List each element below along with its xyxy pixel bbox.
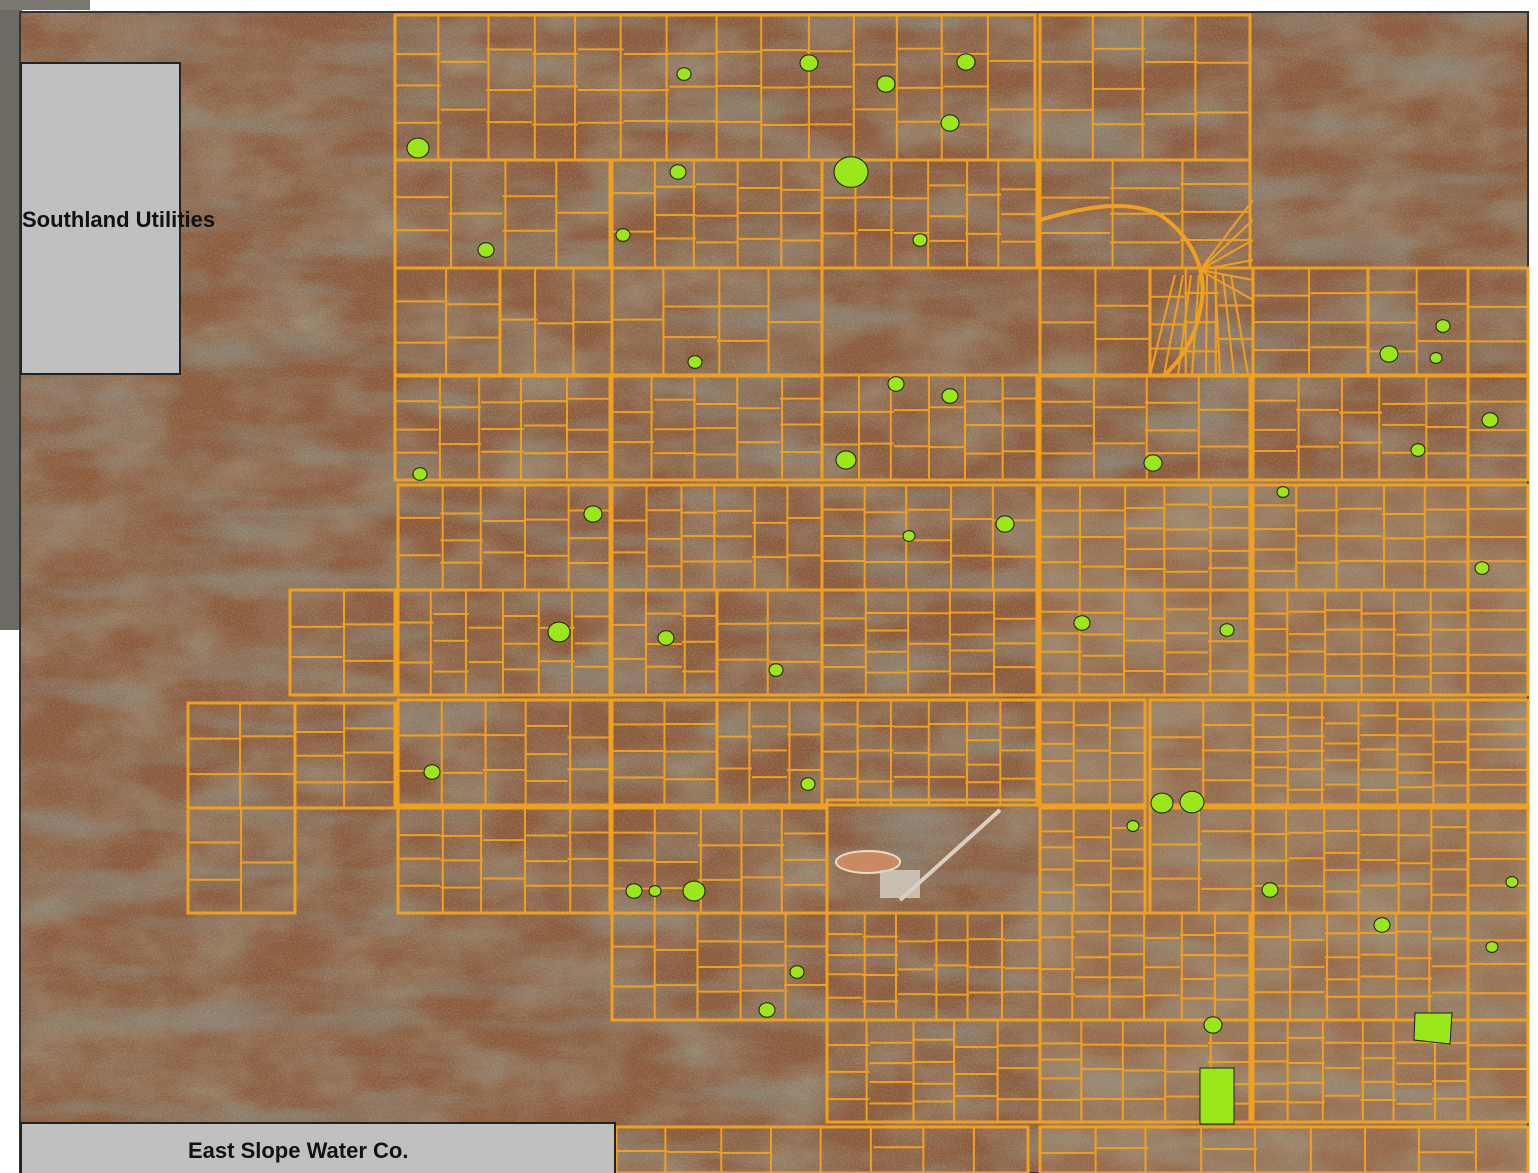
highlighted-parcel-marker — [956, 53, 976, 71]
highlighted-parcel-marker — [1373, 917, 1391, 933]
highlighted-parcel-marker — [833, 156, 869, 188]
highlighted-parcel-marker — [1261, 882, 1279, 898]
highlighted-parcel-marker — [1199, 1067, 1235, 1125]
highlighted-parcel-marker — [625, 883, 643, 899]
highlighted-parcel-marker — [657, 630, 675, 646]
highlighted-parcel-marker — [1413, 1012, 1453, 1045]
southland-utilities-label: Southland Utilities — [22, 207, 216, 232]
parcel-block — [288, 588, 397, 697]
highlighted-parcel-marker — [1474, 561, 1490, 575]
parcel-block — [396, 698, 612, 807]
adjacent-tile-frame — [0, 0, 90, 10]
parcel-line — [1163, 274, 1184, 376]
parcel-line — [1191, 274, 1200, 376]
highlighted-parcel-marker — [940, 114, 960, 132]
parcel-line — [1205, 274, 1208, 376]
parcel-boundaries — [186, 13, 1530, 1173]
parcel-line — [1199, 239, 1254, 271]
east-slope-water-label-box — [20, 1122, 616, 1173]
highlighted-parcel-marker — [687, 355, 703, 369]
highlighted-parcels — [406, 53, 1519, 1125]
east-slope-water-label: East Slope Water Co. — [188, 1138, 409, 1163]
parcel-block — [396, 806, 612, 915]
highlighted-parcel-marker — [406, 137, 430, 159]
parcel-block — [1466, 373, 1530, 482]
parcel-line — [1230, 274, 1249, 376]
highlighted-parcel-marker — [1143, 454, 1163, 472]
parcel-line — [1199, 269, 1254, 301]
highlighted-parcel-marker — [1276, 486, 1290, 498]
highlighted-parcel-marker — [768, 663, 784, 677]
highlighted-parcel-marker — [887, 376, 905, 392]
highlighted-parcel-marker — [1219, 623, 1235, 637]
highlighted-parcel-marker — [902, 530, 916, 542]
parcel-line — [1199, 269, 1254, 281]
parcel-line — [1199, 219, 1254, 271]
parcel-line — [1199, 199, 1254, 271]
highlighted-parcel-marker — [835, 450, 857, 470]
parcel-line — [1149, 274, 1176, 376]
highlighted-parcel-marker — [1481, 412, 1499, 428]
parcel-block — [393, 373, 612, 482]
parcel-block — [1466, 1018, 1530, 1124]
highlighted-parcel-marker — [1505, 876, 1519, 888]
highlighted-parcel-marker — [669, 164, 687, 180]
parcel-block — [1038, 1018, 1252, 1124]
highlighted-parcel-marker — [1126, 820, 1140, 832]
highlighted-parcel-marker — [676, 67, 692, 81]
highlighted-parcel-marker — [412, 467, 428, 481]
highlighted-parcel-marker — [758, 1002, 776, 1018]
highlighted-parcel-marker — [615, 228, 631, 242]
parcel-block — [1466, 588, 1530, 697]
highlighted-parcel-marker — [1429, 352, 1443, 364]
highlighted-parcel-marker — [1179, 790, 1205, 814]
parcel-line — [1199, 259, 1254, 271]
highlighted-parcel-marker — [423, 764, 441, 780]
highlighted-parcel-marker — [941, 388, 959, 404]
highlighted-parcel-marker — [1203, 1016, 1223, 1034]
highlighted-parcel-marker — [547, 621, 571, 643]
highlighted-parcel-marker — [912, 233, 928, 247]
highlighted-parcel-marker — [648, 885, 662, 897]
highlighted-parcel-marker — [583, 505, 603, 523]
highlighted-parcel-marker — [876, 75, 896, 93]
parcel-line — [1222, 274, 1235, 376]
highlighted-parcel-marker — [789, 965, 805, 979]
parcel-block — [1038, 373, 1252, 482]
adjacent-tile — [0, 0, 22, 630]
highlighted-parcel-marker — [1410, 443, 1426, 457]
highlighted-parcel-marker — [799, 54, 819, 72]
parcel-block — [825, 798, 1042, 915]
highlighted-parcel-marker — [1073, 615, 1091, 631]
highlighted-parcel-marker — [1435, 319, 1451, 333]
parcel-block — [1038, 1125, 1530, 1173]
parcel-block — [1038, 588, 1252, 697]
highlighted-parcel-marker — [1485, 941, 1499, 953]
parcel-line — [1214, 274, 1221, 376]
parcel-line — [1177, 274, 1192, 376]
highlighted-parcel-marker — [800, 777, 816, 791]
highlighted-parcel-marker — [1150, 792, 1174, 814]
curved-road — [1039, 203, 1205, 377]
highlighted-parcel-marker — [1379, 345, 1399, 363]
highlighted-parcel-marker — [477, 242, 495, 258]
aerial-imagery — [20, 12, 1528, 1173]
highlighted-parcel-marker — [682, 880, 706, 902]
highlighted-parcel-marker — [995, 515, 1015, 533]
parcel-block — [1466, 698, 1530, 807]
southland-utilities-label-box — [20, 62, 181, 375]
